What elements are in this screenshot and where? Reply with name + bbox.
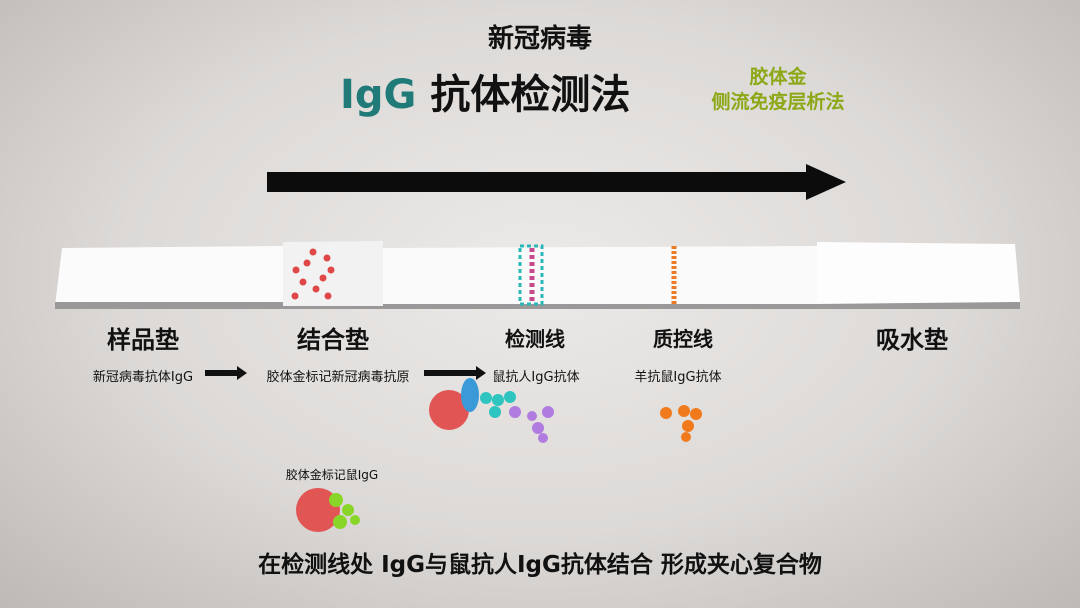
test-strip — [55, 241, 1020, 309]
title-igg: IgG — [340, 72, 417, 118]
label-absorbent-pad: 吸水垫 — [876, 326, 948, 354]
label-conjugate-pad: 结合垫 — [297, 326, 369, 354]
label-test-line: 检测线 — [505, 327, 565, 351]
sublabel-control: 羊抗鼠IgG抗体 — [634, 370, 722, 385]
gold-particles — [291, 248, 335, 300]
label-control-line: 质控线 — [653, 327, 713, 351]
title-method: 抗体检测法 — [430, 72, 631, 118]
sublabel-conjugate: 胶体金标记新冠病毒抗原 — [266, 370, 410, 385]
sublabel-test: 鼠抗人IgG抗体 — [492, 370, 580, 385]
title-line2: IgG 抗体检测法 — [340, 62, 630, 120]
caption: 在检测线处 IgG与鼠抗人IgG抗体结合 形成夹心复合物 — [258, 552, 822, 578]
conjugate-pad — [283, 241, 383, 306]
test-line — [518, 244, 544, 306]
flow-arrow-icon — [267, 164, 846, 200]
label-sample-pad: 样品垫 — [107, 326, 179, 354]
goat-anti-mouse-igg-icon — [660, 405, 702, 442]
sandwich-complex-icon — [429, 378, 554, 443]
title-line1: 新冠病毒 — [487, 24, 593, 54]
gold-mouse-igg-label: 胶体金标记鼠IgG — [285, 468, 379, 482]
gold-mouse-igg-icon — [296, 488, 360, 532]
sublabel-sample: 新冠病毒抗体IgG — [92, 370, 194, 385]
method-line1: 胶体金 — [749, 66, 807, 88]
absorbent-pad — [817, 242, 1020, 304]
arrow-icon — [205, 366, 247, 380]
method-line2: 侧流免疫层析法 — [711, 91, 845, 113]
arrow-icon — [424, 366, 486, 380]
